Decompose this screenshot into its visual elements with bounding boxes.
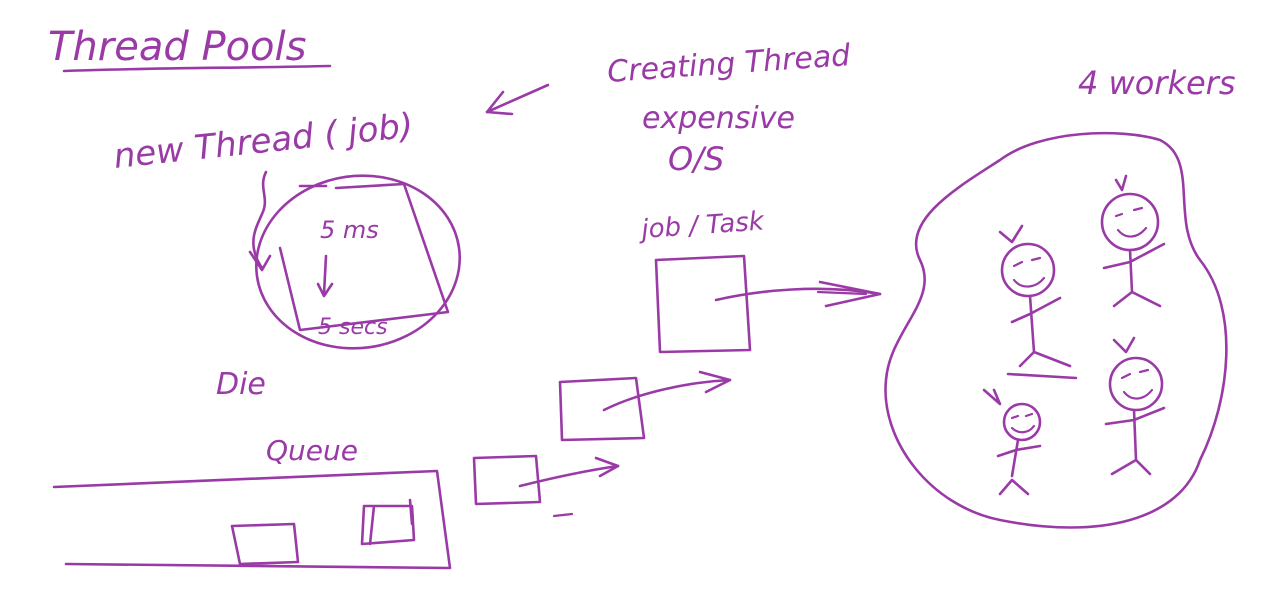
- thread-lifecycle-circle: [254, 174, 462, 350]
- worker-2-head: [1000, 242, 1056, 298]
- worker-4-head: [1002, 402, 1042, 442]
- worker-4-body: [996, 438, 1042, 496]
- brace-arrow-head: [248, 250, 272, 272]
- title-underline: [62, 64, 332, 73]
- thread-lifecycle-box: [278, 182, 450, 332]
- worker-stick-figure-4: [982, 388, 1042, 496]
- worker-stick-figure-3: [1104, 336, 1166, 476]
- worker-4-face: [1010, 412, 1036, 434]
- worker-1-tick: [1114, 174, 1128, 192]
- workers-label: 4 workers: [1078, 64, 1235, 102]
- lifecycle-down-arrow-head: [316, 282, 334, 298]
- arrow-top-shaft: [714, 287, 882, 302]
- worker-2-face: [1012, 256, 1046, 288]
- queued-job-box-1: [230, 522, 300, 566]
- job-box-bottom: [472, 454, 542, 506]
- arrow-bottom-shaft: [518, 464, 620, 488]
- worker-3-body: [1104, 406, 1166, 476]
- worker-pool-blob: [884, 131, 1228, 529]
- expensive-label: expensive: [642, 101, 795, 136]
- queued-job-box-2: [360, 498, 416, 546]
- worker-2-body: [1006, 294, 1078, 380]
- worker-stick-figure-2: [998, 224, 1078, 380]
- os-label: O/S: [668, 140, 724, 178]
- job-task-label: job / Task: [637, 206, 765, 245]
- arrow-middle-head: [698, 370, 732, 394]
- title-text: Thread Pools: [48, 24, 306, 70]
- lifecycle-down-arrow: [322, 254, 328, 296]
- pointer-arrow-shaft: [485, 83, 550, 114]
- queue-tick-mark: [552, 512, 574, 518]
- queue-label: Queue: [266, 434, 358, 467]
- worker-3-head: [1108, 356, 1164, 412]
- worker-3-face: [1120, 368, 1154, 400]
- lifecycle-step-a: 5 ms: [320, 216, 379, 244]
- arrow-bottom-head: [594, 456, 620, 478]
- worker-1-face: [1114, 206, 1148, 238]
- arrow-middle-shaft: [602, 378, 732, 412]
- job-box-top: [654, 254, 752, 354]
- die-label: Die: [216, 367, 266, 402]
- worker-1-body: [1102, 242, 1166, 308]
- creating-thread-label: Creating Thread: [606, 38, 852, 90]
- new-thread-label: new Thread ( job): [112, 106, 415, 177]
- queue-container: [52, 469, 452, 570]
- worker-4-tick: [982, 388, 1002, 406]
- worker-stick-figure-1: [1100, 174, 1166, 308]
- lifecycle-step-b: 5 secs: [318, 315, 388, 340]
- worker-1-head: [1100, 192, 1160, 252]
- arrow-top-double-line: [816, 290, 868, 296]
- job-box-middle: [558, 376, 646, 442]
- worker-3-tick: [1112, 336, 1136, 354]
- arrow-top-head: [818, 280, 882, 308]
- pointer-arrow-head: [485, 90, 514, 116]
- brace-connector: [252, 170, 268, 270]
- worker-2-tick: [998, 224, 1024, 244]
